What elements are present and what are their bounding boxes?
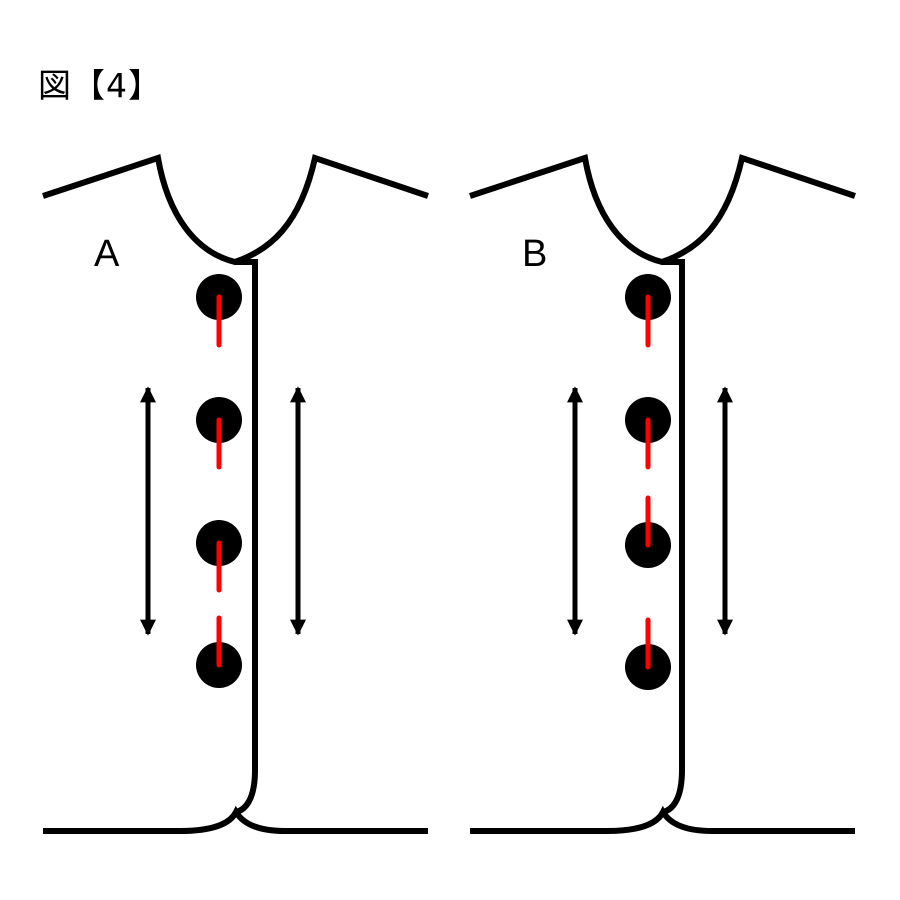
panel-label-a: A (94, 233, 120, 275)
hem-line (43, 805, 428, 834)
panel-label-b: B (522, 233, 547, 275)
figure-title: 図【4】 (38, 66, 162, 105)
panel-a: A (42, 154, 429, 834)
hem-line (470, 805, 855, 834)
placket-edge-line (235, 259, 258, 815)
placket-edge-line (662, 259, 685, 815)
panel-b: B (469, 154, 856, 834)
